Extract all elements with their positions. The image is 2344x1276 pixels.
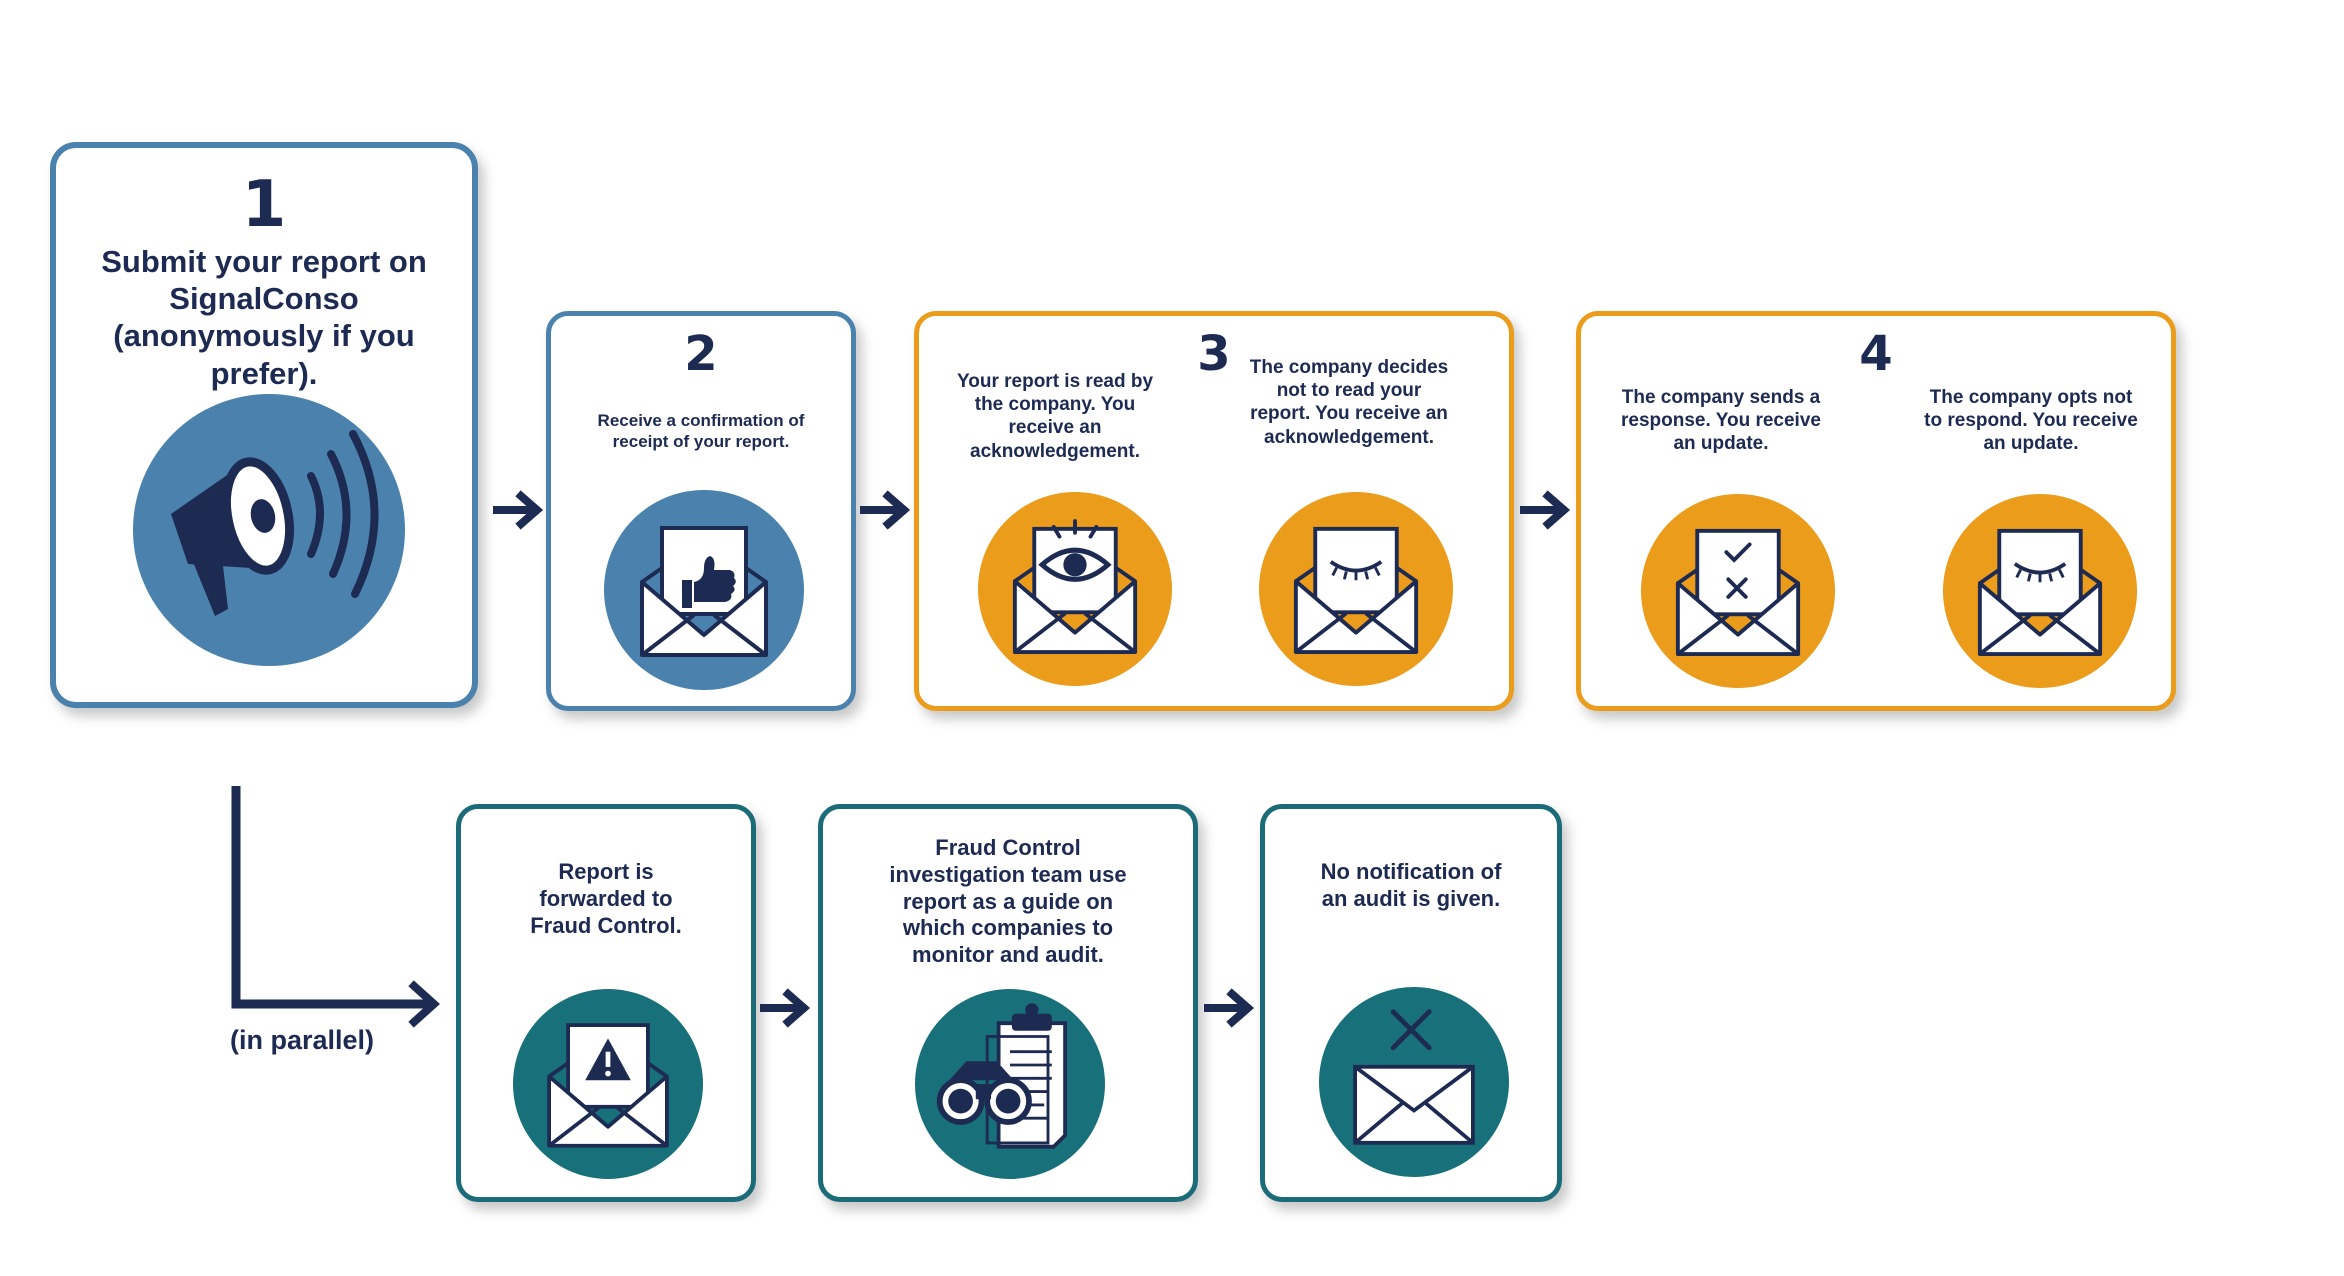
step-1-card: 1 Submit your report on SignalConso (ano…	[50, 142, 478, 708]
step-2-card: 2 Receive a confirmation of receipt of y…	[546, 311, 856, 711]
step-4-number: 4	[1859, 326, 1893, 382]
arrow-icon	[493, 490, 544, 530]
closed-eye-envelope-icon	[1977, 528, 2103, 656]
parallel-connector-arrow	[231, 786, 440, 1028]
parallel-label: (in parallel)	[230, 1025, 375, 1055]
step-3-right-text: The company decides not to read your rep…	[1249, 357, 1449, 448]
arrow-icon	[1204, 988, 1255, 1028]
step-2-number: 2	[684, 326, 718, 382]
warning-envelope-icon	[547, 1023, 669, 1148]
step-1-text: Submit your report on SignalConso (anony…	[101, 244, 427, 391]
binoculars-clipboard-icon	[936, 1003, 1067, 1149]
closed-eye-envelope-icon	[1293, 526, 1419, 654]
step-4-left-text: The company sends a response. You receiv…	[1621, 387, 1821, 455]
fraud-step-3-text: No notification of an audit is given.	[1320, 859, 1502, 911]
step-1-number: 1	[241, 168, 287, 242]
eye-envelope-icon	[1012, 519, 1138, 654]
fraud-step-1-card: Report is forwarded to Fraud Control.	[456, 804, 756, 1202]
step-4-card: 4 The company sends a response. You rece…	[1576, 311, 2176, 711]
arrow-icon	[1520, 490, 1571, 530]
fraud-step-1-text: Report is forwarded to Fraud Control.	[530, 859, 682, 938]
arrow-icon	[860, 490, 911, 530]
arrow-icon	[760, 988, 811, 1028]
step-3-card: 3 Your report is read by the company. Yo…	[914, 311, 1514, 711]
step-2-text: Receive a confirmation of receipt of you…	[597, 411, 805, 451]
step-4-right-text: The company opts not to respond. You rec…	[1924, 387, 2138, 455]
step-3-number: 3	[1197, 326, 1231, 382]
crossed-envelope-icon	[1353, 1009, 1475, 1145]
fraud-step-2-text: Fraud Control investigation team use rep…	[889, 835, 1127, 968]
megaphone-icon	[171, 430, 379, 616]
check-cross-envelope-icon	[1675, 528, 1801, 656]
thumbs-up-envelope-icon	[640, 526, 768, 657]
fraud-step-2-card: Fraud Control investigation team use rep…	[818, 804, 1198, 1202]
step-3-left-text: Your report is read by the company. You …	[956, 371, 1154, 462]
fraud-step-3-card: No notification of an audit is given.	[1260, 804, 1562, 1202]
